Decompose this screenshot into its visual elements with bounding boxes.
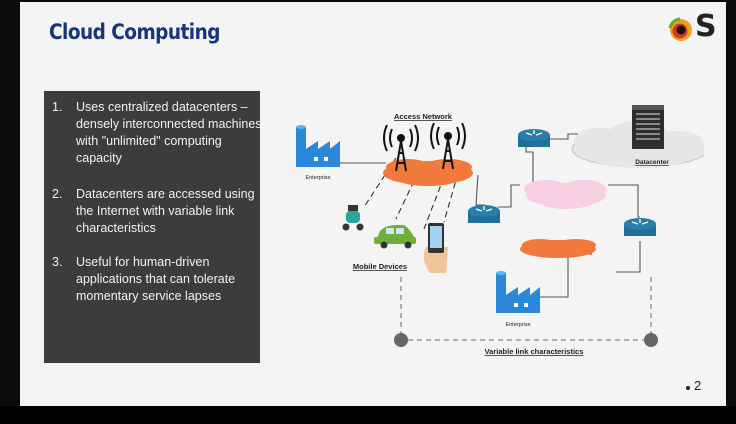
enterprise-factory-icon: [296, 125, 340, 167]
logo-letter: S: [695, 9, 717, 44]
enterprise-label: Enterprise: [505, 322, 530, 328]
bullet-text: Uses centralized datacenters – densely i…: [76, 100, 262, 165]
variable-link-label: Variable link characteristics: [485, 347, 584, 356]
enterprise-factory-icon: [496, 271, 540, 313]
bullet-number: 3.: [52, 255, 63, 269]
car-icon: [374, 225, 416, 249]
link-endpoint: [644, 333, 658, 347]
os-logo-icon: [668, 17, 692, 41]
enterprise-cloud: [520, 239, 596, 258]
router-icon: [624, 218, 656, 236]
cell-tower-icon: [383, 124, 419, 172]
variable-link-lines: [400, 277, 652, 341]
router-icon: [468, 205, 500, 223]
cloud-network-diagram: Access Network Enterprise Datacenter Mob…: [296, 105, 704, 356]
router-icon: [518, 129, 550, 147]
server-rack-icon: [632, 105, 664, 149]
datacenter-label: Datacenter: [635, 159, 669, 166]
link-endpoint: [394, 333, 408, 347]
access-network-label: Access Network: [394, 112, 453, 121]
internet-cloud: [524, 180, 606, 209]
bullet-number: 1.: [52, 100, 63, 114]
wireless-links: [363, 157, 459, 230]
bottom-bar: [0, 406, 736, 424]
slide-number: 2: [694, 378, 702, 393]
slide-title: Cloud Computing: [49, 20, 220, 44]
slide-number-bullet: [686, 386, 690, 390]
scooter-icon: [342, 205, 364, 231]
bullet-text: Useful for human-driven applications tha…: [76, 255, 236, 303]
enterprise-label: Enterprise: [305, 175, 330, 181]
mobile-phone-icon: [423, 223, 448, 273]
slide: Cloud Computing S 1. Uses centralized da…: [20, 2, 726, 406]
bullet-text: Datacenters are accessed using the Inter…: [76, 187, 255, 235]
cell-tower-icon: [430, 122, 466, 170]
mobile-devices-label: Mobile Devices: [353, 262, 407, 271]
bullet-list: 1. Uses centralized datacenters – densel…: [44, 91, 262, 363]
bullet-number: 2.: [52, 187, 63, 201]
